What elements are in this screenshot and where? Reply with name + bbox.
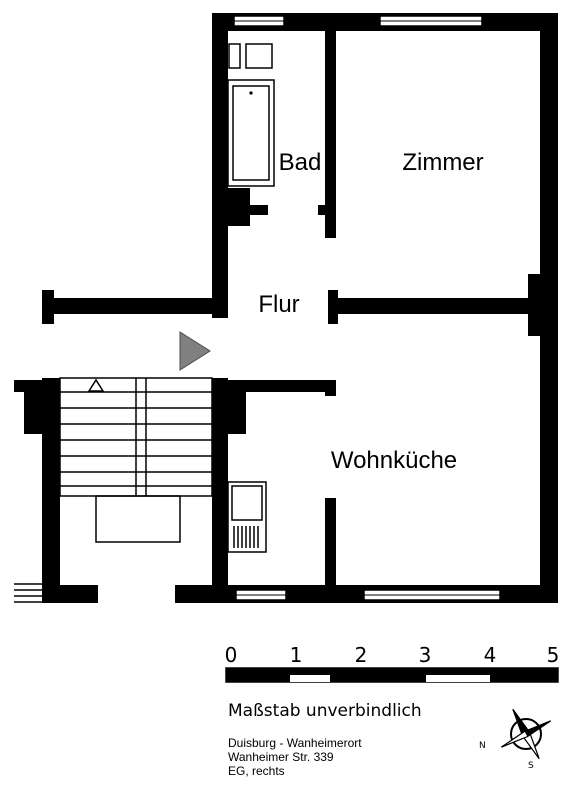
kitchen-partition-stub [325, 498, 336, 588]
scale-tick-5: 5 [547, 643, 560, 667]
stair-left-block [24, 390, 44, 434]
entry-marker-icon [179, 331, 211, 371]
stair-edge-lines [14, 583, 42, 603]
zimmer-bottom-stub [328, 290, 338, 324]
bath-partition-wall [325, 13, 336, 238]
sink-box [245, 43, 273, 69]
address-block: Duisburg - Wanheimerort Wanheimer Str. 3… [228, 736, 362, 778]
zimmer-bottom-wall [328, 298, 540, 314]
hall-top-left-wall [42, 298, 228, 314]
scale-tick-2: 2 [355, 643, 368, 667]
compass-icon: N S [479, 708, 552, 771]
stair-landing [95, 495, 181, 543]
scale-tick-3: 3 [419, 643, 432, 667]
kitchen-corner-block [228, 392, 246, 434]
room-label-zimmer: Zimmer [402, 149, 483, 176]
window-mullions [234, 20, 500, 596]
room-label-flur: Flur [258, 291, 299, 318]
compass-south-label: S [528, 761, 534, 771]
scale-gap-2 [426, 675, 490, 682]
bath-left-wall [212, 13, 228, 318]
scale-bar: 0 1 2 3 4 5 Maßstab unverbindlich [225, 643, 560, 721]
scale-seg-1 [226, 668, 290, 682]
kitchen-top-stub [325, 380, 336, 396]
stove-top [231, 485, 263, 521]
stair-up-arrow-icon [87, 378, 105, 392]
scale-tick-4: 4 [484, 643, 497, 667]
scale-seg-5 [490, 668, 558, 682]
stair-bottom-wall [42, 585, 98, 603]
bathtub-inner [232, 85, 270, 181]
address-line-1: Duisburg - Wanheimerort [228, 736, 362, 750]
room-label-bath: Bad [279, 149, 322, 176]
compass-north-label: N [479, 741, 486, 751]
stair-top-left-stub [14, 380, 60, 392]
kitchen-top-wall [228, 380, 336, 392]
staircase [59, 377, 213, 543]
stove-vents [233, 526, 259, 548]
stove [227, 481, 267, 553]
bathtub-drain-icon [249, 91, 253, 95]
address-line-2: Wanheimer Str. 339 [228, 750, 334, 764]
bath-corner-block [228, 188, 250, 226]
bath-fixtures [227, 43, 275, 187]
room-label-wohnkueche: Wohnküche [331, 447, 457, 474]
chimney-block [528, 274, 558, 336]
stair-outer-wall [42, 378, 60, 603]
scale-tick-1: 1 [290, 643, 303, 667]
bath-door-jamb-right [318, 205, 336, 215]
scale-disclaimer: Maßstab unverbindlich [228, 701, 422, 721]
wc-box-left [228, 43, 241, 69]
scale-seg-2 [290, 668, 330, 675]
address-line-3: EG, rechts [228, 764, 285, 778]
scale-tick-0: 0 [225, 643, 238, 667]
kitchen-left-wall [212, 378, 228, 603]
scale-seg-3 [330, 668, 426, 682]
scale-seg-4 [426, 668, 490, 675]
scale-gap-1 [290, 675, 330, 682]
